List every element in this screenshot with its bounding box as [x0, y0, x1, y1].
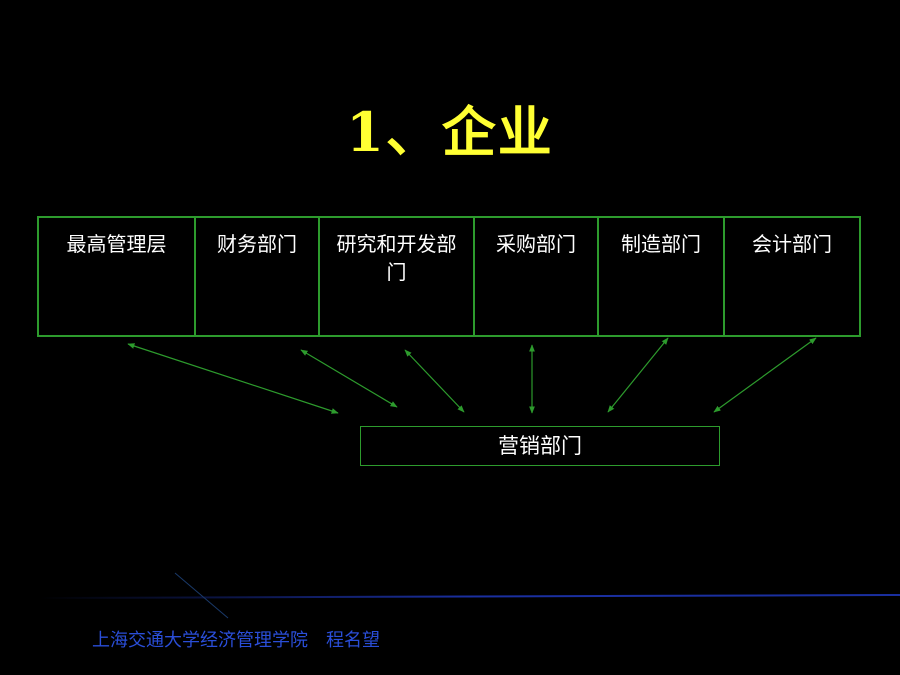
arrow-finance: [300, 349, 398, 408]
departments-container: [37, 216, 861, 337]
marketing-box: 营销部门: [360, 426, 720, 466]
footer-credit: 上海交通大学经济管理学院 程名望: [92, 630, 380, 651]
dept-purchasing: 采购部门: [475, 218, 599, 337]
arrow-research-development: [404, 349, 465, 413]
slide-title: 1、企业: [346, 100, 554, 164]
footer-diagonal-accent: [174, 572, 229, 619]
dept-manufacturing: 制造部门: [599, 218, 725, 337]
footer-rule: [39, 594, 900, 599]
dept-research-development: 研究和开发部门: [320, 218, 475, 337]
arrow-manufacturing: [607, 337, 669, 413]
arrow-accounting: [713, 337, 817, 413]
dept-finance: 财务部门: [196, 218, 320, 337]
dept-accounting: 会计部门: [752, 232, 832, 256]
arrow-top-management: [127, 343, 339, 414]
dept-top-management: 最高管理层: [39, 218, 196, 337]
